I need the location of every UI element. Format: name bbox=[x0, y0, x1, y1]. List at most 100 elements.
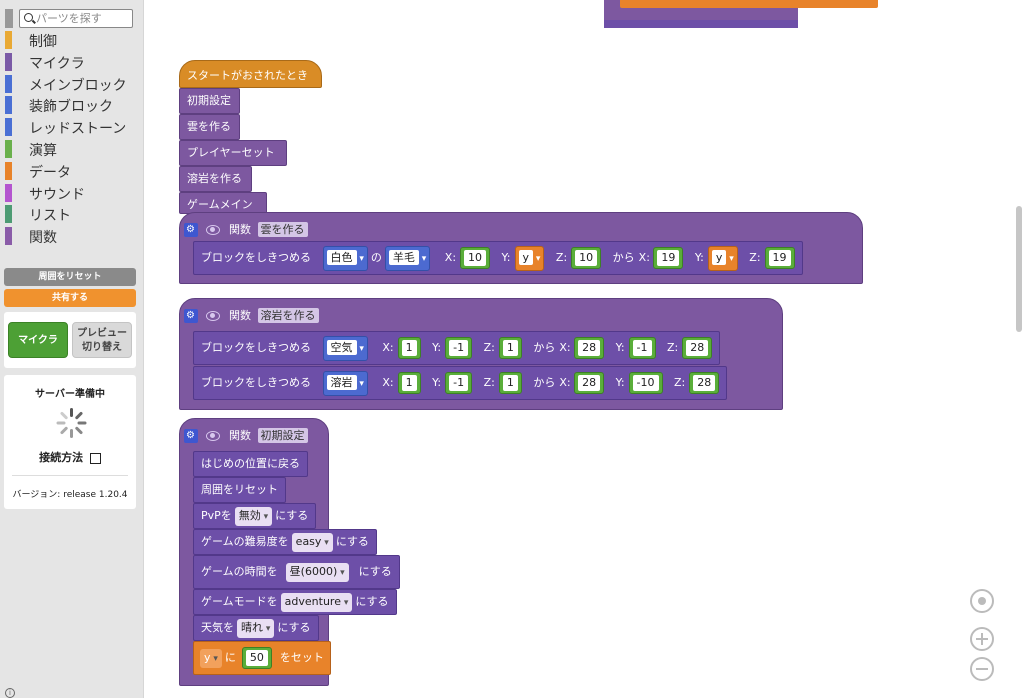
gear-icon[interactable] bbox=[184, 219, 198, 241]
weather-dropdown[interactable]: 晴れ bbox=[237, 618, 275, 638]
block-workspace[interactable]: スタートがおされたとき 初期設定 雲を作る プレイヤーセット 溶岩を作る ゲーム… bbox=[145, 0, 1024, 698]
number-x2[interactable]: 28 bbox=[574, 372, 605, 394]
share-button[interactable]: 共有する bbox=[4, 289, 136, 307]
reset-surroundings-block[interactable]: 周囲をリセット bbox=[193, 477, 286, 503]
category-item-data[interactable]: データ bbox=[5, 160, 140, 182]
difficulty-block[interactable]: ゲームの難易度をeasyにする bbox=[193, 529, 377, 555]
start-hat-block[interactable]: スタートがおされたとき bbox=[179, 60, 322, 88]
number-x2[interactable]: 19 bbox=[653, 247, 684, 269]
eye-icon[interactable] bbox=[205, 311, 220, 321]
y-label: Y: bbox=[432, 341, 442, 354]
number-y1[interactable]: -1 bbox=[445, 337, 473, 359]
number-z2[interactable]: 28 bbox=[682, 337, 713, 359]
gamemode-block[interactable]: ゲームモードをadventureにする bbox=[193, 589, 397, 615]
function-header: 関数 初期設定 bbox=[184, 425, 308, 447]
from-label: から bbox=[612, 251, 635, 264]
category-label: 制御 bbox=[29, 34, 57, 50]
category-item-redstone[interactable]: レッドストーン bbox=[5, 116, 140, 138]
recenter-icon[interactable] bbox=[970, 589, 994, 613]
number-x1[interactable]: 1 bbox=[397, 337, 421, 359]
call-block-lava[interactable]: 溶岩を作る bbox=[179, 166, 252, 192]
gear-icon[interactable] bbox=[184, 425, 198, 447]
number-value: 10 bbox=[464, 250, 487, 266]
category-item-function[interactable]: 関数 bbox=[5, 225, 140, 247]
category-label: 装飾ブロック bbox=[29, 99, 113, 116]
x-label: X: bbox=[559, 341, 571, 354]
pvp-block[interactable]: PvPを無効にする bbox=[193, 503, 317, 529]
workspace-scrollbar[interactable] bbox=[1016, 206, 1022, 332]
number-value: 19 bbox=[768, 250, 791, 266]
gamemode-dropdown[interactable]: adventure bbox=[280, 592, 353, 612]
number-z1[interactable]: 10 bbox=[571, 247, 602, 269]
function-def-init[interactable]: 関数 初期設定 はじめの位置に戻る 周囲をリセット PvPを無効にする ゲームの… bbox=[179, 418, 400, 686]
color-dropdown[interactable]: 白色 bbox=[322, 245, 368, 271]
zoom-in-icon[interactable] bbox=[970, 627, 994, 651]
pvp-dropdown[interactable]: 無効 bbox=[234, 506, 273, 526]
number-z2[interactable]: 19 bbox=[764, 247, 795, 269]
number-y1[interactable]: -1 bbox=[445, 372, 473, 394]
function-name-field[interactable]: 溶岩を作る bbox=[257, 308, 319, 323]
call-block-game-main[interactable]: ゲームメイン bbox=[179, 192, 267, 214]
minecraft-mode-button[interactable]: マイクラ bbox=[8, 322, 68, 358]
number-value: -1 bbox=[449, 340, 469, 356]
function-name-field[interactable]: 初期設定 bbox=[257, 428, 308, 443]
category-item-minecraft[interactable]: マイクラ bbox=[5, 51, 140, 73]
category-label: データ bbox=[29, 164, 71, 181]
variable-y2[interactable]: y bbox=[707, 245, 738, 271]
variable-value: y bbox=[518, 249, 534, 265]
number-value: 50 bbox=[245, 650, 268, 666]
category-item-list[interactable]: リスト bbox=[5, 203, 140, 225]
block-type-dropdown[interactable]: 空気 bbox=[322, 335, 368, 361]
number-x1[interactable]: 10 bbox=[460, 247, 491, 269]
number-y2[interactable]: -10 bbox=[628, 372, 663, 394]
pvp-label: PvPを bbox=[201, 509, 232, 522]
call-block-init[interactable]: 初期設定 bbox=[179, 88, 240, 114]
function-name-field[interactable]: 雲を作る bbox=[257, 222, 308, 237]
zoom-out-icon[interactable] bbox=[970, 657, 994, 681]
variable-dropdown[interactable]: y bbox=[200, 648, 222, 668]
fill-block[interactable]: ブロックをしきつめる 白色の羊毛 X:10 Y:y Z:10 からX: 19 Y… bbox=[193, 241, 803, 275]
fill-block[interactable]: ブロックをしきつめる 空気 X:1 Y:-1 Z:1 からX: 28 Y:-1 … bbox=[193, 331, 721, 365]
preview-label-line1: プレビュー bbox=[77, 328, 127, 339]
gear-icon[interactable] bbox=[184, 305, 198, 327]
weather-block[interactable]: 天気を晴れにする bbox=[193, 615, 319, 641]
connection-method-link[interactable]: 接続方法 bbox=[4, 449, 136, 465]
number-z1[interactable]: 1 bbox=[498, 372, 522, 394]
category-item-main-block[interactable]: メインブロック bbox=[5, 73, 140, 95]
respawn-block[interactable]: はじめの位置に戻る bbox=[193, 451, 308, 477]
gamemode-label: ゲームモードを bbox=[201, 595, 278, 608]
block-type-dropdown[interactable]: 溶岩 bbox=[322, 370, 368, 396]
call-block-cloud[interactable]: 雲を作る bbox=[179, 114, 240, 140]
fill-block[interactable]: ブロックをしきつめる 溶岩 X:1 Y:-1 Z:1 からX: 28 Y:-10… bbox=[193, 366, 728, 400]
number-value: 28 bbox=[578, 375, 601, 391]
x-label: X: bbox=[382, 341, 394, 354]
block-type-dropdown[interactable]: 羊毛 bbox=[384, 245, 431, 271]
category-item-decoration-block[interactable]: 装飾ブロック bbox=[5, 94, 140, 116]
category-item-math[interactable]: 演算 bbox=[5, 138, 140, 160]
function-header: 関数 雲を作る bbox=[184, 219, 308, 241]
variable-y1[interactable]: y bbox=[514, 245, 545, 271]
category-item-sound[interactable]: サウンド bbox=[5, 182, 140, 204]
eye-icon[interactable] bbox=[205, 225, 220, 235]
eye-icon[interactable] bbox=[205, 431, 220, 441]
number-z1[interactable]: 1 bbox=[498, 337, 522, 359]
time-dropdown[interactable]: 昼(6000) bbox=[285, 562, 349, 582]
call-block-player[interactable]: プレイヤーセット bbox=[179, 140, 287, 166]
number-value-block[interactable]: 50 bbox=[241, 647, 272, 669]
info-icon[interactable]: i bbox=[5, 688, 15, 698]
search-input[interactable]: パーツを探す bbox=[19, 9, 133, 28]
number-z2[interactable]: 28 bbox=[689, 372, 720, 394]
function-def-lava[interactable]: 関数 溶岩を作る ブロックをしきつめる 空気 X:1 Y:-1 Z:1 からX:… bbox=[179, 298, 783, 410]
number-x2[interactable]: 28 bbox=[574, 337, 605, 359]
reset-surroundings-button[interactable]: 周囲をリセット bbox=[4, 268, 136, 286]
preview-toggle-button[interactable]: プレビュー 切り替え bbox=[72, 322, 132, 358]
function-def-cloud[interactable]: 関数 雲を作る ブロックをしきつめる 白色の羊毛 X:10 Y:y Z:10 か… bbox=[179, 212, 863, 284]
difficulty-dropdown[interactable]: easy bbox=[291, 532, 333, 552]
set-variable-block[interactable]: yに50をセット bbox=[193, 641, 331, 675]
block-type-value: 溶岩 bbox=[326, 374, 357, 390]
x-label: X: bbox=[638, 251, 650, 264]
category-item-control[interactable]: 制御 bbox=[5, 29, 140, 51]
number-x1[interactable]: 1 bbox=[397, 372, 421, 394]
number-y2[interactable]: -1 bbox=[628, 337, 656, 359]
